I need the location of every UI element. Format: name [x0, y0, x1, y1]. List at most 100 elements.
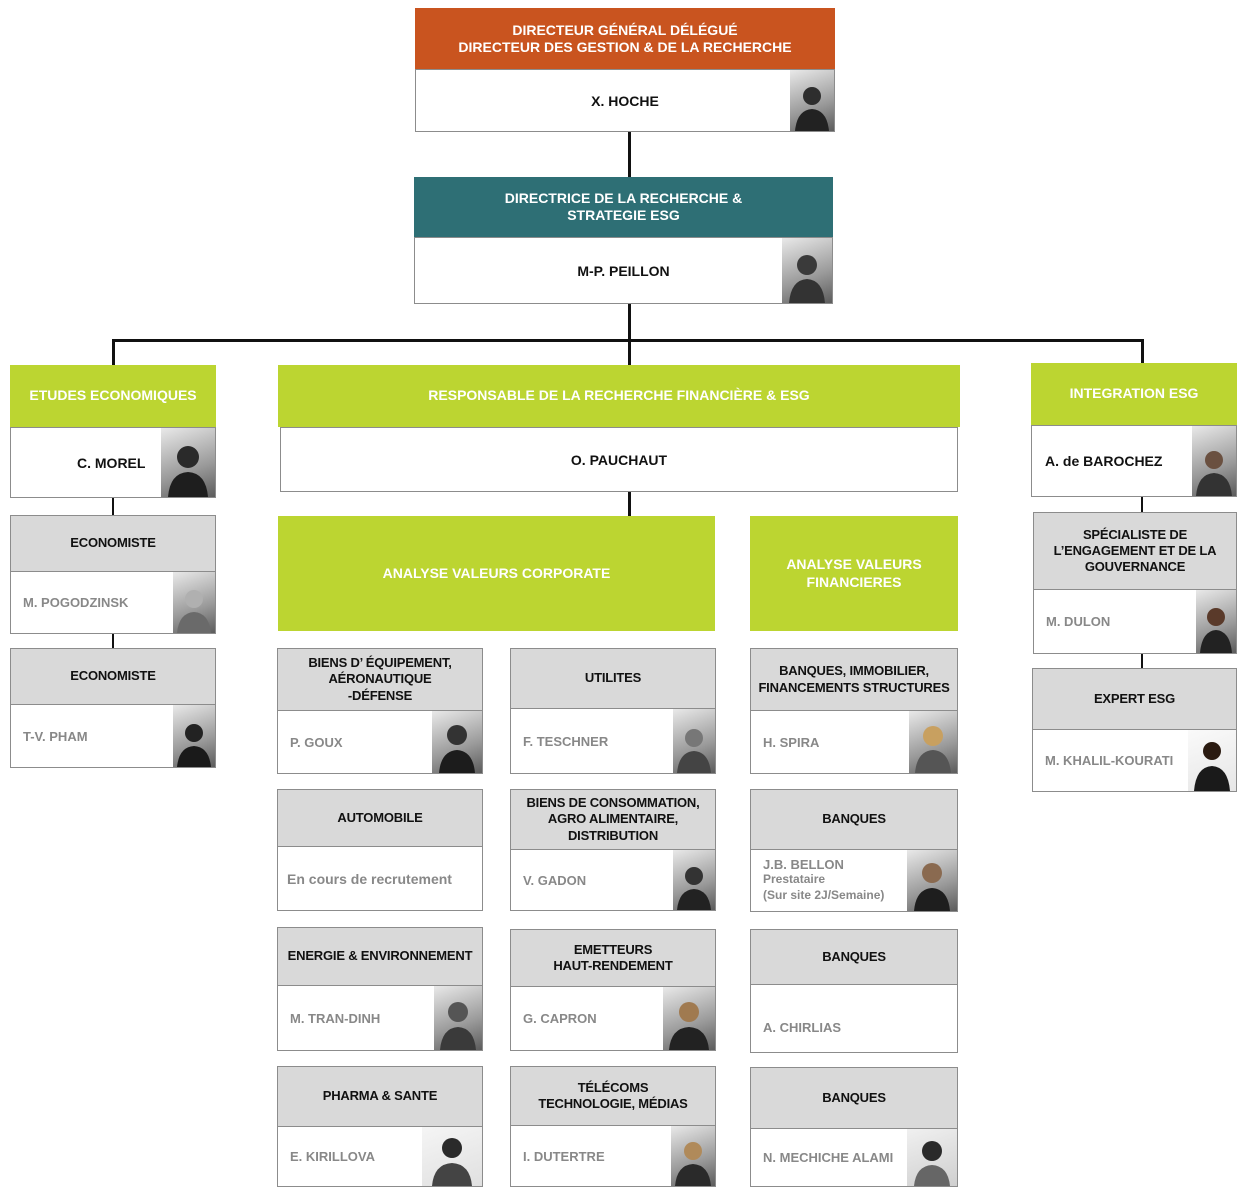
corporate-right-name-3: I. DUTERTRE	[523, 1148, 605, 1164]
role-line: FINANCEMENTS STRUCTURES	[758, 679, 950, 695]
connector-line	[112, 634, 114, 648]
portrait-photo	[907, 850, 957, 911]
corporate-left-role-0: BIENS D’ ÉQUIPEMENT, AÉRONAUTIQUE -DÉFEN…	[277, 648, 483, 711]
portrait-photo	[909, 711, 957, 773]
director-name: M-P. PEILLON	[577, 262, 670, 279]
etudes-member-box-0: M. POGODZINSK	[10, 571, 216, 634]
role-line: ENERGIE & ENVIRONNEMENT	[287, 948, 473, 964]
connector-line	[1141, 497, 1143, 513]
top-name-box: X. HOCHE	[415, 69, 835, 132]
portrait-photo	[1192, 426, 1236, 496]
role-line: AUTOMOBILE	[337, 809, 423, 825]
role-line: BIENS D’ ÉQUIPEMENT,	[308, 655, 452, 671]
financieres-title-line1: ANALYSE VALEURS	[786, 556, 922, 572]
financieres-role-1: BANQUES	[750, 789, 958, 850]
corporate-right-role-3: TÉLÉCOMS TECHNOLOGIE, MÉDIAS	[510, 1066, 716, 1126]
top-title: DIRECTEUR GÉNÉRAL DÉLÉGUÉ DIRECTEUR DES …	[415, 8, 835, 70]
portrait-photo	[790, 70, 834, 131]
financieres-box-1: J.B. BELLON Prestataire (Sur site 2J/Sem…	[750, 849, 958, 912]
connector-line	[1141, 339, 1144, 365]
corporate-right-role-0: UTILITES	[510, 648, 716, 709]
integration-member-name-0: M. DULON	[1046, 614, 1111, 629]
integration-box-0: M. DULON	[1033, 589, 1237, 654]
role-line: L’ENGAGEMENT ET DE LA	[1053, 542, 1217, 558]
portrait-photo	[173, 572, 215, 633]
financieres-name-2: A. CHIRLIAS	[763, 1020, 841, 1035]
corporate-right-name-1: V. GADON	[523, 872, 587, 888]
portrait-photo	[1188, 730, 1236, 791]
financieres-role-0: BANQUES, IMMOBILIER, FINANCEMENTS STRUCT…	[750, 648, 958, 711]
recherche-title: RESPONSABLE DE LA RECHERCHE FINANCIÈRE &…	[278, 365, 960, 427]
role-line: TECHNOLOGIE, MÉDIAS	[538, 1096, 688, 1111]
connector-line	[628, 131, 631, 177]
corporate-right-role-2: EMETTEURS HAUT-RENDEMENT	[510, 929, 716, 987]
etudes-title: ETUDES ECONOMIQUES	[10, 365, 216, 427]
etudes-member-name-1: T-V. PHAM	[23, 728, 88, 744]
financieres-box-0: H. SPIRA	[750, 710, 958, 774]
financieres-sub-1b: (Sur site 2J/Semaine)	[763, 888, 885, 902]
connector-line	[628, 492, 631, 516]
financieres-title: ANALYSE VALEURS FINANCIERES	[750, 516, 958, 631]
role-line: SPÉCIALISTE DE	[1082, 526, 1188, 542]
role-line: BANQUES, IMMOBILIER,	[779, 663, 929, 679]
integration-box-1: M. KHALIL-KOURATI	[1032, 729, 1237, 792]
role-line: PHARMA & SANTE	[322, 1088, 438, 1104]
portrait-photo	[673, 709, 715, 773]
role-line: GOUVERNANCE	[1084, 559, 1186, 575]
corporate-left-name-1: En cours de recrutement	[287, 870, 452, 887]
corporate-right-box-3: I. DUTERTRE	[510, 1125, 716, 1187]
connector-line	[628, 304, 631, 340]
financieres-name-0: H. SPIRA	[763, 734, 820, 750]
corporate-right-name-2: G. CAPRON	[523, 1011, 597, 1026]
portrait-photo	[422, 1127, 482, 1186]
corporate-right-role-1: BIENS DE CONSOMMATION, AGRO ALIMENTAIRE,…	[510, 789, 716, 850]
top-name: X. HOCHE	[591, 92, 659, 109]
integration-name: A. de BAROCHEZ	[1045, 453, 1163, 469]
role-line: BANQUES	[822, 811, 886, 827]
etudes-role-0: ECONOMISTE	[10, 515, 216, 572]
integration-member-name-1: M. KHALIL-KOURATI	[1045, 753, 1174, 768]
connector-line	[112, 498, 114, 515]
role-line: EMETTEURS	[573, 941, 653, 957]
director-title-line1: DIRECTRICE DE LA RECHERCHE &	[504, 189, 743, 206]
portrait-photo	[782, 238, 832, 303]
financieres-title-line2: FINANCIERES	[806, 573, 902, 590]
portrait-photo	[671, 1126, 715, 1186]
corporate-left-box-2: M. TRAN-DINH	[277, 985, 483, 1051]
corporate-left-box-0: P. GOUX	[277, 710, 483, 774]
corporate-right-name-0: F. TESCHNER	[523, 733, 609, 749]
corporate-left-name-0: P. GOUX	[290, 734, 343, 750]
corporate-right-box-2: G. CAPRON	[510, 986, 716, 1051]
corporate-title: ANALYSE VALEURS CORPORATE	[278, 516, 715, 631]
connector-line	[628, 339, 631, 365]
role-line: BANQUES	[822, 948, 886, 964]
top-title-line2: DIRECTEUR DES GESTION & DE LA RECHERCHE	[458, 39, 792, 55]
portrait-photo	[161, 428, 215, 497]
financieres-box-3: N. MECHICHE ALAMI	[750, 1128, 958, 1187]
role-line: -DÉFENSE	[347, 687, 413, 703]
role-line: BANQUES	[822, 1089, 886, 1105]
etudes-name: C. MOREL	[77, 454, 146, 471]
financieres-name-1: J.B. BELLON	[763, 857, 844, 873]
corporate-left-role-1: AUTOMOBILE	[277, 789, 483, 847]
connector-line	[1141, 654, 1143, 668]
financieres-role-2: BANQUES	[750, 929, 958, 985]
director-title: DIRECTRICE DE LA RECHERCHE & STRATEGIE E…	[414, 177, 833, 237]
role-line: EXPERT ESG	[1093, 690, 1176, 706]
financieres-name-3: N. MECHICHE ALAMI	[763, 1150, 894, 1165]
financieres-box-2: A. CHIRLIAS	[750, 984, 958, 1053]
financieres-sub-1a: Prestataire	[763, 872, 826, 887]
recherche-name-box: O. PAUCHAUT	[280, 427, 958, 492]
role-line: DISTRIBUTION	[567, 827, 659, 843]
portrait-photo	[907, 1129, 957, 1186]
role-line: TÉLÉCOMS	[577, 1079, 649, 1095]
etudes-name-box: C. MOREL	[10, 427, 216, 498]
role-line: AÉRONAUTIQUE	[328, 671, 432, 687]
corporate-left-box-3: E. KIRILLOVA	[277, 1126, 483, 1187]
integration-name-box: A. de BAROCHEZ	[1031, 425, 1237, 497]
portrait-photo	[663, 987, 715, 1050]
corporate-left-role-3: PHARMA & SANTE	[277, 1066, 483, 1127]
etudes-role-1: ECONOMISTE	[10, 648, 216, 705]
role-line: BIENS DE CONSOMMATION,	[526, 795, 700, 811]
corporate-left-name-2: M. TRAN-DINH	[290, 1010, 381, 1026]
